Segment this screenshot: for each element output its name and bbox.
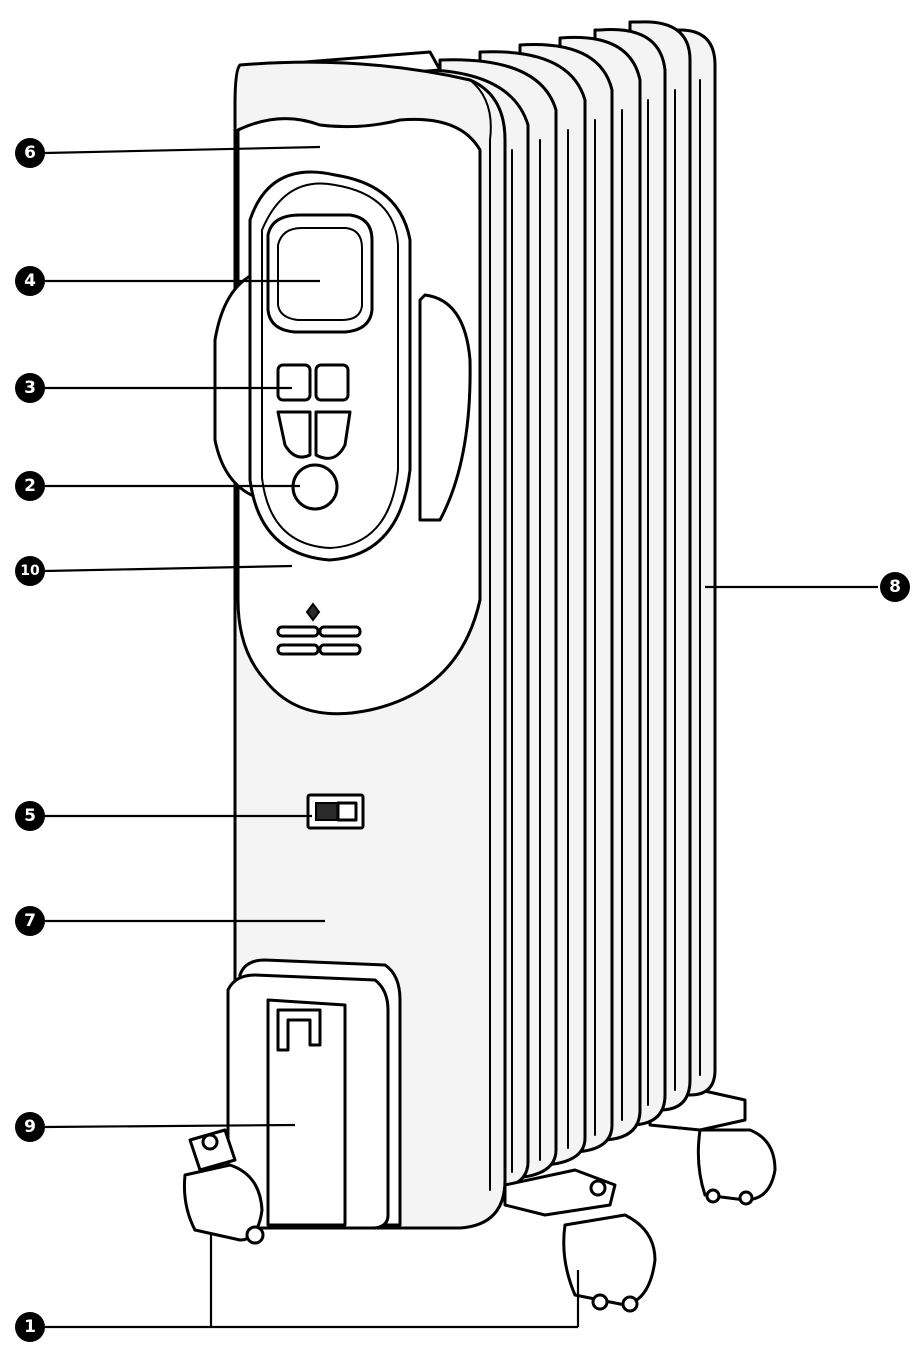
callout-label: 6 [24,143,36,163]
callout-8: 8 [880,572,910,602]
callout-7: 7 [15,906,45,936]
power-switch [306,793,365,830]
front-caster-right [503,1168,657,1313]
callout-label: 10 [20,563,40,579]
callout-label: 9 [24,1117,36,1137]
front-caster-left [183,1128,265,1245]
callout-label: 1 [24,1317,36,1337]
callout-label: 7 [24,911,36,931]
callout-label: 4 [24,271,36,291]
control-buttons [276,363,352,460]
leader-lines [44,145,878,1329]
lcd-display [266,213,374,334]
callout-label: 3 [24,378,36,398]
callout-9: 9 [15,1112,45,1142]
callout-1: 1 [15,1312,45,1342]
cord-storage-cover [226,958,402,1230]
callout-3: 3 [15,373,45,403]
callout-2: 2 [15,471,45,501]
rear-caster-right [648,1088,777,1206]
callout-5: 5 [15,801,45,831]
callout-4: 4 [15,266,45,296]
callout-label: 8 [889,577,901,597]
vent-grille [276,602,362,656]
callout-6: 6 [15,138,45,168]
callout-10: 10 [15,556,45,586]
callout-label: 2 [24,476,36,496]
callout-label: 5 [24,806,36,826]
